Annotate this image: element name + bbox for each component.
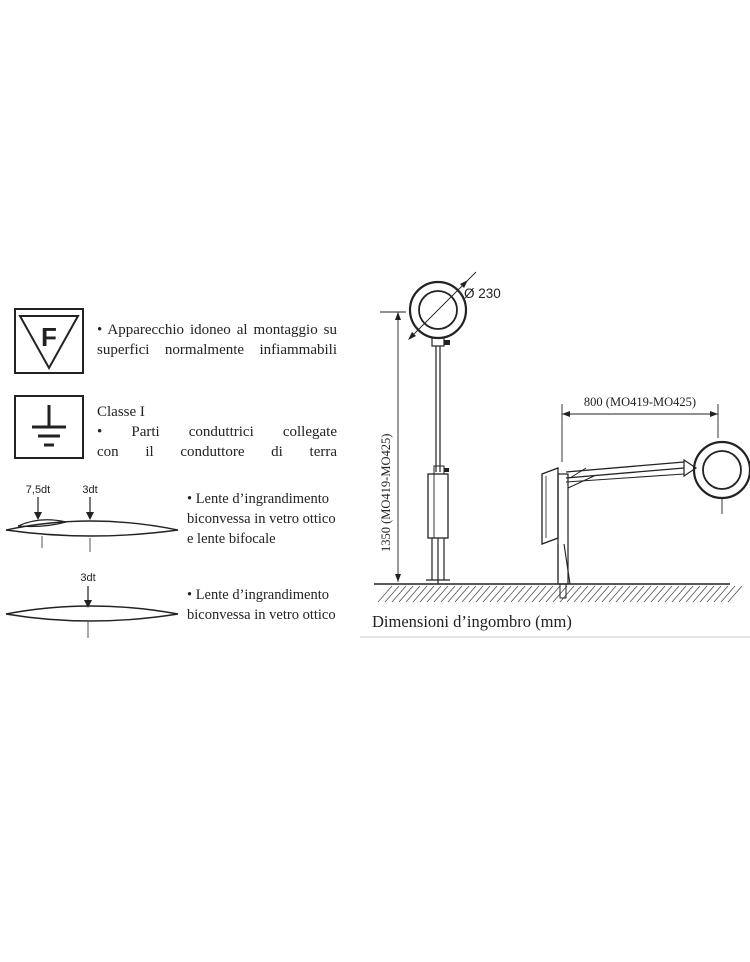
single-label: 3dt: [80, 572, 95, 584]
hatch-line: [671, 585, 687, 603]
arrow-a-head: [34, 512, 42, 520]
class1-title: Classe I: [97, 404, 145, 420]
hatch-line: [566, 585, 582, 603]
reach-label: 800 (MO419-MO425): [584, 395, 696, 409]
hatch-line: [685, 585, 701, 603]
hatch-line: [510, 585, 526, 603]
triangle-f-icon: F: [18, 315, 80, 371]
hatch-line: [650, 585, 666, 603]
dimension-drawing: 1350 (MO419-MO425) Ø 230 800 (MO419-MO42…: [360, 271, 750, 638]
hatch-line: [664, 585, 680, 603]
hatch-line: [692, 585, 708, 603]
hatch-line: [496, 585, 512, 603]
hatch-line: [587, 585, 603, 603]
bifocal-segment-outline: [17, 519, 67, 528]
flammable-glyph: F: [41, 322, 57, 352]
height-dimension: 1350 (MO419-MO425): [379, 311, 406, 582]
hatch-line: [454, 585, 470, 603]
hatch-line: [706, 585, 722, 603]
hatch-line: [517, 585, 533, 603]
single-line-1: • Lente d’ingrandimento: [187, 587, 329, 603]
hatch-line: [475, 585, 491, 603]
single-lens-outline: [5, 605, 179, 622]
hatch-line: [545, 585, 561, 603]
flammable-line-1: • Apparecchio idoneo al montaggio su: [97, 322, 337, 338]
dimensions-caption: Dimensioni d’ingombro (mm): [372, 612, 572, 631]
hatch-line: [580, 585, 596, 603]
arrow-b-head: [86, 512, 94, 520]
flammable-symbol: F: [14, 308, 84, 374]
ground-hatch: [374, 583, 743, 603]
hatch-line: [573, 585, 589, 603]
hatch-line: [699, 585, 715, 603]
bifocal-lens-outline: [5, 520, 179, 537]
hatch-line: [433, 585, 449, 603]
hatch-line: [489, 585, 505, 603]
hatch-line: [559, 585, 575, 603]
hatch-line: [629, 585, 645, 603]
bifocal-line-3: e lente bifocale: [187, 531, 276, 547]
arrow-head: [84, 600, 92, 608]
single-text: • Lente d’ingrandimento biconvessa in ve…: [187, 585, 357, 625]
bifocal-line-1: • Lente d’ingrandimento: [187, 491, 329, 507]
floor-stand: [408, 271, 477, 584]
hatch-line: [622, 585, 638, 603]
diameter-label: Ø 230: [464, 286, 501, 301]
class1-text: Classe I • Parti conduttrici collegate c…: [97, 402, 337, 462]
hatch-line: [615, 585, 631, 603]
hatch-line: [531, 585, 547, 603]
hatch-line: [643, 585, 659, 603]
bifocal-text: • Lente d’ingrandimento biconvessa in ve…: [187, 489, 357, 549]
hatch-line: [713, 585, 729, 603]
single-lens-diagram: 3dt: [5, 572, 179, 638]
hatch-line: [608, 585, 624, 603]
earth-symbol: [14, 395, 84, 459]
hatch-line: [678, 585, 694, 603]
class1-line-1: • Parti conduttrici collegate: [97, 424, 337, 440]
bifocal-label-b: 3dt: [82, 484, 97, 496]
bifocal-lens-diagram: 7,5dt 3dt: [5, 484, 179, 552]
hatch-line: [524, 585, 540, 603]
hatch-line: [447, 585, 463, 603]
hatch-line: [538, 585, 554, 603]
hatch-line: [503, 585, 519, 603]
hatch-line: [727, 585, 743, 603]
ground-icon: [32, 405, 66, 447]
hatch-line: [419, 585, 435, 603]
hatch-line: [601, 585, 617, 603]
hatch-line: [377, 585, 393, 603]
reach-dimension: 800 (MO419-MO425): [561, 395, 719, 462]
hatch-line: [405, 585, 421, 603]
flammable-text: • Apparecchio idoneo al montaggio su sup…: [97, 320, 337, 360]
hatch-line: [426, 585, 442, 603]
hatch-line: [461, 585, 477, 603]
hatch-line: [482, 585, 498, 603]
bifocal-label-a: 7,5dt: [26, 484, 50, 496]
hatch-line: [412, 585, 428, 603]
hatch-line: [468, 585, 484, 603]
class1-line-2: con il conduttore di terra: [97, 444, 337, 460]
hatch-line: [657, 585, 673, 603]
hatch-line: [391, 585, 407, 603]
hatch-line: [720, 585, 736, 603]
single-line-2: biconvessa in vetro ottico: [187, 607, 336, 623]
hatch-line: [636, 585, 652, 603]
clamp-arm: [541, 440, 750, 599]
height-label: 1350 (MO419-MO425): [379, 434, 393, 552]
hatch-line: [384, 585, 400, 603]
hatch-line: [398, 585, 414, 603]
hatch-line: [594, 585, 610, 603]
hatch-line: [440, 585, 456, 603]
bifocal-line-2: biconvessa in vetro ottico: [187, 511, 336, 527]
flammable-line-2: superfici normalmente infiammabili: [97, 342, 337, 358]
